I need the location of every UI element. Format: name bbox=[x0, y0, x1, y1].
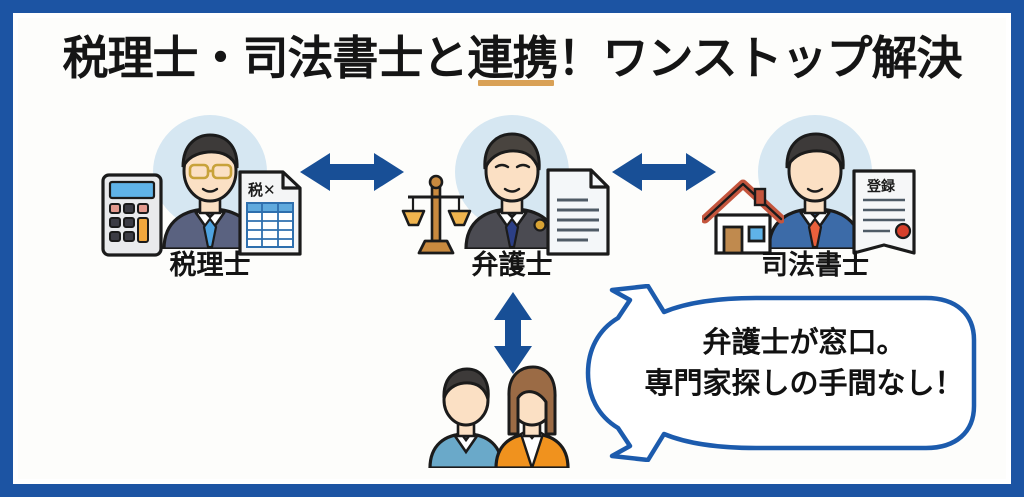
tax-document-icon: 税✕ bbox=[238, 170, 302, 256]
page-title: 税理士・司法書士と連携！ワンストップ解決 bbox=[62, 31, 962, 85]
persona-caption-judicial-scrivener: 司法書士 bbox=[761, 250, 869, 281]
calculator-icon bbox=[101, 173, 163, 257]
lawyer-figure-icon bbox=[464, 132, 560, 249]
persona-caption-lawyer: 弁護士 bbox=[471, 250, 553, 281]
speech-bubble-line-1: 弁護士が窓口。 bbox=[702, 325, 906, 359]
persona-lawyer: 弁護士 bbox=[397, 115, 627, 290]
speech-bubble: 弁護士が窓口。 専門家探しの手間なし！ bbox=[560, 283, 980, 463]
tax-accountant-figure-icon bbox=[162, 133, 258, 249]
judicial-scrivener-figure-icon bbox=[767, 132, 863, 249]
title-underline-accent bbox=[478, 80, 554, 86]
tax-document-label: 税✕ bbox=[248, 181, 276, 199]
speech-bubble-line-2: 専門家探しの手間なし！ bbox=[644, 366, 964, 401]
arrow-lawyer-to-scrivener bbox=[612, 153, 716, 191]
house-icon bbox=[702, 179, 784, 255]
speech-bubble-text: 弁護士が窓口。 専門家探しの手間なし！ bbox=[636, 322, 972, 404]
persona-tax-accountant: 税✕ 税理士 bbox=[95, 115, 325, 290]
registration-document-icon: 登録 bbox=[852, 169, 916, 255]
speech-bubble-outline bbox=[585, 283, 977, 463]
client-couple-icon bbox=[428, 365, 570, 468]
legal-document-icon bbox=[546, 168, 610, 256]
arrow-lawyer-to-client bbox=[494, 292, 532, 374]
registration-document-label: 登録 bbox=[866, 178, 896, 195]
scales-of-justice-icon bbox=[401, 174, 472, 255]
persona-caption-tax-accountant: 税理士 bbox=[169, 250, 251, 281]
persona-judicial-scrivener: 登録 司法書士 bbox=[700, 115, 930, 290]
arrow-tax-to-lawyer bbox=[300, 153, 404, 191]
